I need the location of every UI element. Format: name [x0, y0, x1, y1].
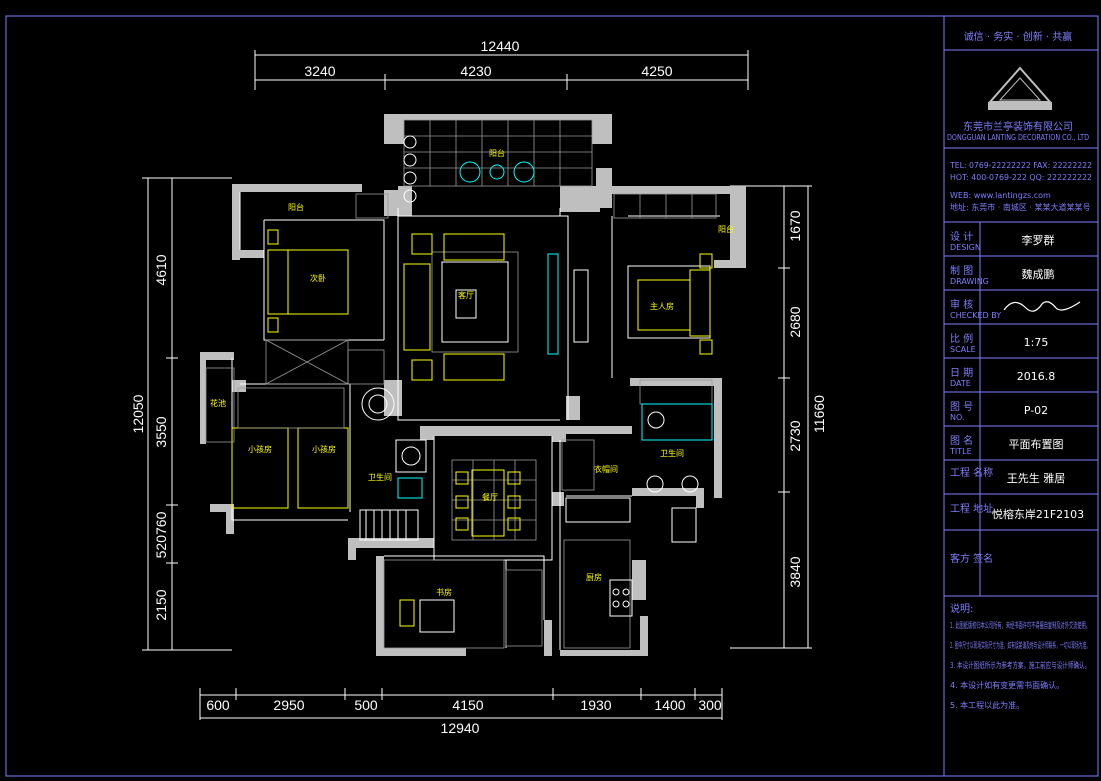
dim-right-seg-4: 3840: [787, 556, 803, 587]
label-kitchen: 厨房: [586, 572, 602, 582]
label-planter-2: 阳台: [288, 202, 304, 212]
plan-outline: [231, 192, 720, 650]
dim-right-seg-2: 2680: [787, 306, 803, 337]
dim-bottom-seg-2: 2950: [273, 697, 304, 713]
row-label-design-en: DESIGN: [950, 243, 981, 252]
left-dimensions: 4610 3550 520760 2150 12050: [130, 177, 232, 651]
company-slogan: 诚信 · 务实 · 创新 · 共赢: [964, 30, 1073, 43]
row-value-date: 2016.8: [1017, 370, 1056, 383]
row-label-drawing-en: DRAWING: [950, 277, 989, 286]
room-labels: 阳台 客厅 次卧 主人房 小孩房 小孩房 卫生间 卫生间 餐厅 厨房 书房 衣帽…: [210, 148, 734, 597]
row-value-scale: 1:75: [1024, 336, 1049, 349]
row-value-title: 平面布置图: [1009, 438, 1064, 451]
note-5: 5. 本工程以此为准。: [950, 700, 1024, 710]
row-label-title-en: TITLE: [949, 447, 972, 456]
notes-title: 说明:: [950, 602, 973, 615]
row-label-checked: 审 核: [950, 298, 973, 311]
row-label-checked-en: CHECKED BY: [950, 311, 1001, 320]
master-bedroom: [613, 193, 717, 405]
dim-right-total: 11660: [811, 395, 827, 433]
dim-top-total: 12440: [481, 38, 520, 54]
contact-line-1: TEL: 0769-22222222 FAX: 22222222: [949, 161, 1092, 170]
dim-bottom-seg-1: 600: [206, 697, 230, 713]
row-value-drawing: 魏成鹏: [1022, 267, 1055, 281]
dim-left-seg-3: 520760: [153, 511, 169, 558]
dim-bottom-seg-3: 500: [354, 697, 378, 713]
label-dining: 餐厅: [482, 493, 498, 502]
plan-walls: [200, 114, 746, 656]
dim-left-seg-2: 3550: [153, 416, 169, 447]
label-study: 书房: [436, 587, 452, 597]
row-label-date: 日 期: [950, 367, 973, 379]
contact-line-4: 地址: 东莞市 · 南城区 · 某某大道某某号: [950, 202, 1091, 212]
dim-bottom-seg-5: 1930: [580, 697, 611, 713]
dim-top-seg-1: 3240: [304, 63, 335, 79]
row-value-number: P-02: [1024, 404, 1048, 417]
note-3: 3. 本设计图纸所示为参考方案，施工前应与设计师确认。: [950, 660, 1090, 670]
dim-left-seg-4: 2150: [153, 589, 169, 620]
company-name: 东莞市兰亭装饰有限公司: [963, 120, 1073, 133]
study-room: [383, 559, 543, 649]
company-name-en: DONGGUAN LANTING DECORATION CO., LTD: [947, 133, 1089, 142]
row-label-scale: 比 例: [950, 332, 973, 345]
note-1: 1. 此图纸版权归本公司所有，未经书面许可不得擅自复制及对外交流使用。: [950, 620, 1090, 630]
row-label-design: 设 计: [950, 230, 973, 243]
row-label-scale-en: SCALE: [950, 345, 976, 354]
dim-top-seg-3: 4250: [641, 63, 672, 79]
label-bath-2: 卫生间: [660, 448, 684, 458]
signature-scribble-icon: [1003, 301, 1081, 312]
kitchen: [561, 439, 697, 649]
dining-room: [451, 459, 537, 541]
bedroom-upper-left: [265, 193, 389, 385]
dim-bottom-seg-4: 4150: [452, 697, 483, 713]
row-value-project: 王先生 雅居: [1007, 471, 1066, 485]
dim-bottom-total: 12940: [441, 720, 480, 736]
label-cloak: 衣帽间: [594, 464, 618, 474]
dim-left-seg-1: 4610: [153, 254, 169, 285]
row-label-number: 图 号: [950, 401, 973, 413]
row-label-title: 图 名: [950, 434, 973, 447]
label-master: 主人房: [650, 301, 674, 311]
label-planter-3: 阳台: [718, 224, 734, 234]
row-label-address: 工程 地址: [950, 502, 993, 515]
label-planter-1: 花池: [210, 398, 226, 408]
dim-right-seg-1: 1670: [787, 210, 803, 241]
note-4: 4. 本设计如有变更需书面确认。: [950, 680, 1064, 690]
dim-right-seg-3: 2730: [787, 420, 803, 451]
row-value-address: 悦榕东岸21F2103: [992, 507, 1084, 521]
top-dimensions: 12440 3240 4230 4250: [254, 38, 749, 90]
balcony-tiles: [403, 119, 593, 203]
label-bedroom: 次卧: [310, 273, 326, 283]
contact-line-2: HOT: 400-0769-222 QQ: 222222222: [950, 173, 1092, 182]
right-dimensions: 1670 2680 2730 3840 11660: [730, 185, 827, 649]
label-child-1: 小孩房: [248, 444, 272, 454]
note-2: 2. 图中尺寸以现场实际尺寸为准，如有误差请及时与设计师联系，一切以现场为准。: [950, 640, 1090, 650]
label-balcony: 阳台: [489, 148, 505, 158]
dim-bottom-seg-7: 300: [698, 697, 722, 713]
row-label-drawing: 制 图: [950, 264, 973, 277]
row-label-client: 客方 签名: [950, 552, 993, 565]
children-rooms: [205, 367, 349, 509]
dim-bottom-seg-6: 1400: [654, 697, 685, 713]
title-block-border: [943, 15, 1099, 777]
company-logo-icon: [987, 66, 1053, 110]
title-block: 诚信 · 务实 · 创新 · 共赢 东莞市兰亭装饰有限公司 DONGGUAN L…: [944, 30, 1098, 710]
living-room: [361, 233, 589, 421]
label-child-2: 小孩房: [312, 444, 336, 454]
row-label-project: 工程 名称: [950, 466, 993, 479]
bottom-dimensions: 600 2950 500 4150 1930 1400 300 12940: [199, 688, 723, 736]
contact-line-3: WEB: www.lantingzs.com: [950, 191, 1051, 200]
dim-left-total: 12050: [130, 394, 146, 433]
storage-left: [359, 509, 419, 541]
row-label-date-en: DATE: [950, 379, 971, 388]
bathrooms: [395, 403, 713, 499]
row-label-number-en: NO.: [950, 413, 965, 422]
drawing-border: [5, 15, 1099, 777]
dim-top-seg-2: 4230: [460, 63, 491, 79]
label-living: 客厅: [458, 290, 474, 300]
label-bath-1: 卫生间: [368, 472, 392, 482]
row-value-design: 李罗群: [1022, 233, 1055, 247]
